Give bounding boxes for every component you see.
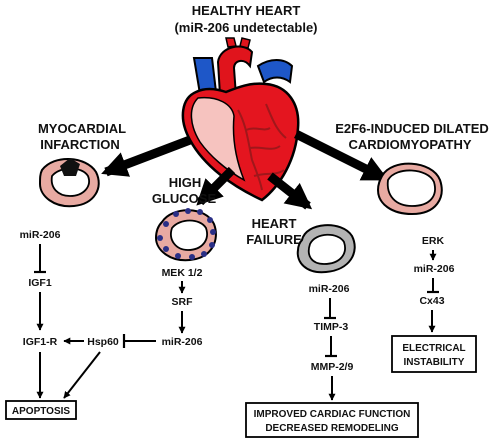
coronary-vessels-icon [237,103,287,191]
dcm-cross-section-icon [376,162,443,216]
cardiac-function-box [245,402,419,438]
glucose-label-line-1: HIGH [169,175,202,190]
title-line-2: (miR-206 undetectable) [174,20,317,35]
glucose-node-mir206: miR-206 [162,336,203,348]
glucose-cross-section-icon [154,208,217,262]
failure-node-mir206: miR-206 [309,283,350,295]
title-line-1: HEALTHY HEART [192,3,301,18]
glucose-arrow-hsp60-to-apoptosis [63,351,101,399]
pulmonary-vessel-icon [256,59,294,84]
dcm-label-line-2: CARDIOMYOPATHY [348,137,471,152]
big-arrow-to-glucose [196,166,236,206]
mi-node-igf1r: IGF1-R [23,336,58,348]
cardiac-function-line-2: DECREASED REMODELING [265,423,399,434]
aorta-icon [216,45,254,98]
failure-label-line-1: HEART [252,216,297,231]
dcm-label-line-1: E2F6-INDUCED DILATED [335,121,489,136]
glucose-node-hsp60: Hsp60 [87,336,119,348]
failure-node-timp3: TIMP-3 [314,321,349,333]
mi-node-igf1: IGF1 [28,277,51,289]
dcm-node-cx43: Cx43 [419,295,444,307]
electrical-line-1: ELECTRICAL [402,343,465,354]
dcm-node-erk: ERK [422,235,445,247]
glucose-node-srf: SRF [172,296,194,308]
big-arrow-to-failure [267,172,313,210]
glucose-dots-icon [157,208,216,260]
aortic-branches-icon [225,37,251,49]
glucose-node-mek: MEK 1/2 [162,267,203,279]
glucose-label-line-2: GLUCOSE [152,191,217,206]
mi-label-line-2: INFARCTION [40,137,119,152]
big-arrow-to-cardiomyopathy [293,129,389,183]
apoptosis-label: APOPTOSIS [12,406,70,417]
dcm-node-mir206: miR-206 [414,263,455,275]
cardiac-function-line-1: IMPROVED CARDIAC FUNCTION [254,409,411,420]
electrical-instability-box [391,335,477,373]
big-arrow-to-mi [101,135,192,177]
heart-highlight-icon [190,96,246,182]
mi-cross-section-icon [38,157,100,208]
apoptosis-box [5,400,77,420]
infarct-area-icon [60,158,80,176]
mi-label-line-1: MYOCARDIAL [38,121,126,136]
mi-node-mir206: miR-206 [20,229,61,241]
failure-node-mmp: MMP-2/9 [311,361,354,373]
electrical-line-2: INSTABILITY [404,357,465,368]
failure-label-line-2: FAILURE [246,232,302,247]
failure-cross-section-icon [296,224,356,274]
